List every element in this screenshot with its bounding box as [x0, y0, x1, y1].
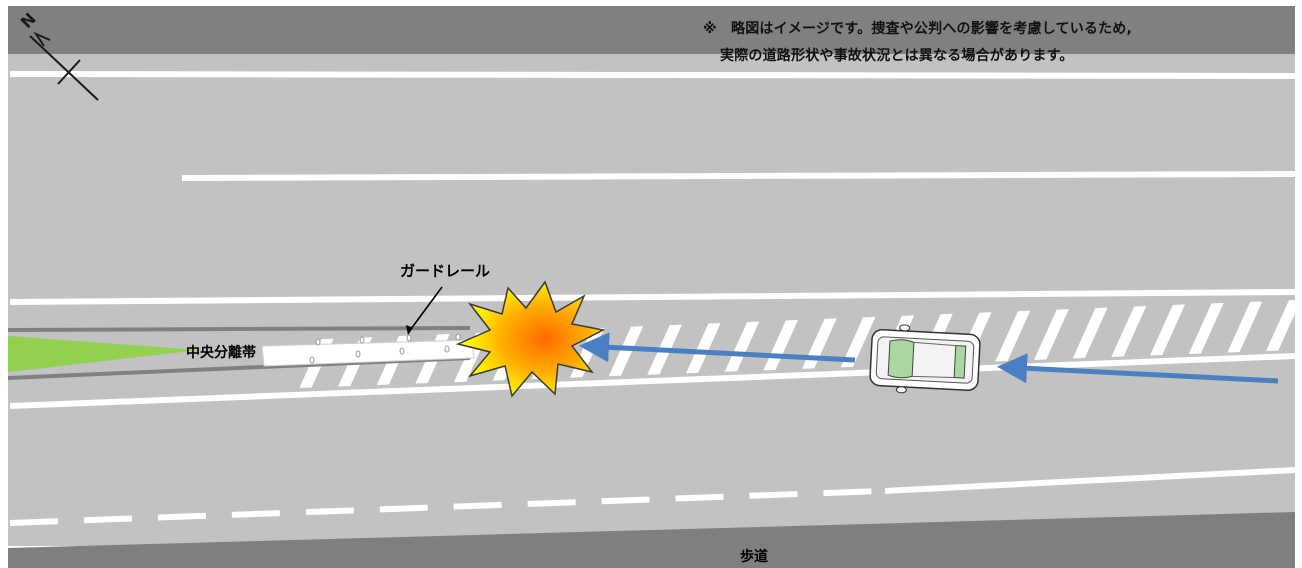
- collision-burst-icon: [455, 280, 606, 398]
- lane-line-median-bottom: [9, 353, 1296, 409]
- sidewalk: [8, 512, 1295, 568]
- lane-line-top: [9, 71, 1296, 79]
- guardrail-pointer-head: [406, 325, 413, 335]
- car-icon: [869, 324, 981, 394]
- median-rail-top: [7, 326, 471, 332]
- sidewalk-label: 歩道: [740, 549, 768, 565]
- lane-line-median-top: [9, 289, 1296, 305]
- median-green-area: [8, 336, 200, 372]
- lane-line-upper: [181, 171, 1296, 181]
- guardrail-label: ガードレール: [400, 262, 491, 280]
- guardrail: [261, 333, 475, 367]
- guardrail-pointer: [407, 286, 443, 334]
- disclaimer-line2: 実際の道路形状や事故状況とは異なる場合があります。: [720, 48, 1074, 64]
- travel-arrow-left: [579, 332, 856, 363]
- lane-line-solid-right: [884, 467, 1296, 494]
- road-surface: [8, 6, 1295, 546]
- disclaimer-line1: ※ 略図はイメージです。捜査や公判への影響を考慮しているため,: [703, 21, 1133, 37]
- travel-arrow-right: [997, 353, 1279, 384]
- top-dark-band: [8, 6, 1295, 54]
- median-label: 中央分離帯: [186, 345, 256, 361]
